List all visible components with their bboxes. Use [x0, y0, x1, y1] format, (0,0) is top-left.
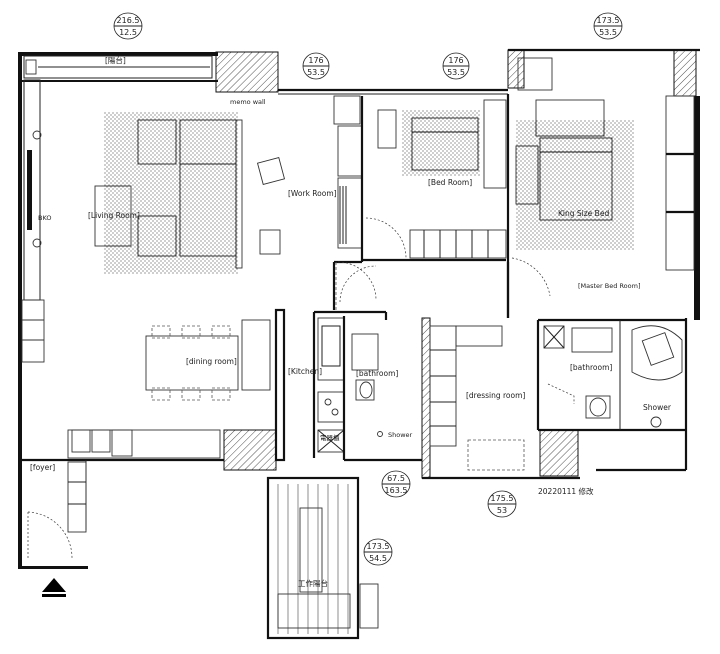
- kitchen: 電器櫃 [Kitchen]: [223, 308, 386, 471]
- dim-bottom: 163.5: [385, 486, 408, 495]
- bathroom-small: [bathroom] Shower: [342, 312, 422, 462]
- bathroom-master-label: [bathroom]: [570, 363, 612, 372]
- foyer: [foyer]: [27, 429, 221, 559]
- dressing-room: [dressing room]: [421, 317, 580, 480]
- dimension-marker: 216.5 12.5: [113, 12, 143, 40]
- living-room: BKO [Living Room]: [21, 79, 243, 363]
- entrance-triangle-icon: [42, 578, 66, 597]
- dim-bottom: 53.5: [447, 68, 465, 77]
- dressing-room-label: [dressing room]: [466, 391, 525, 400]
- foyer-label: [foyer]: [30, 463, 55, 472]
- dim-bottom: 53: [497, 506, 507, 515]
- dimension-marker: 67.5 163.5: [381, 470, 411, 498]
- dining-room: [dining room]: [145, 319, 271, 401]
- dim-top: 67.5: [387, 474, 405, 483]
- master-bed-room-label: [Master Bed Room]: [578, 282, 641, 290]
- dining-room-label: [dining room]: [186, 357, 237, 366]
- balcony-top-label: [陽台]: [105, 55, 126, 65]
- dimension-marker: 173.5 54.5: [363, 538, 393, 566]
- dimension-marker: 173.5 53.5: [593, 12, 623, 40]
- bathroom-master: [bathroom] Shower: [536, 318, 686, 432]
- dim-top: 216.5: [117, 16, 140, 25]
- dim-top: 176: [448, 56, 463, 65]
- shower-master-label: Shower: [643, 403, 672, 412]
- work-room-label: [Work Room]: [288, 189, 337, 198]
- appliance-cabinet-label: 電器櫃: [320, 433, 340, 442]
- corridor-walls: [22, 262, 510, 530]
- dim-bottom: 53.5: [599, 28, 617, 37]
- bathroom-small-label: [bathroom]: [356, 369, 398, 378]
- dim-top: 175.5: [491, 494, 514, 503]
- top-balcony: [陽台] memo wall: [23, 55, 266, 106]
- bed-room-label: [Bed Room]: [428, 178, 472, 187]
- living-room-label: [Living Room]: [88, 211, 140, 220]
- work-balcony: 工作陽台: [266, 476, 379, 640]
- dim-top: 173.5: [367, 542, 390, 551]
- dimension-marker: 176 53.5: [302, 52, 330, 80]
- dim-bottom: 12.5: [119, 28, 137, 37]
- revision-note: 20220111 修改: [538, 486, 594, 496]
- dim-top: 176: [308, 56, 323, 65]
- tv-label: BKO: [38, 214, 51, 222]
- bed-room: [Bed Room]: [362, 99, 507, 262]
- dim-bottom: 54.5: [369, 554, 387, 563]
- dimension-marker: 176 53.5: [442, 52, 470, 80]
- deck-slats: [277, 484, 349, 634]
- work-room: [Work Room]: [256, 95, 377, 310]
- king-bed-label: King Size Bed: [558, 209, 609, 218]
- outer-walls: [18, 48, 700, 569]
- kitchen-label: [Kitchen]: [288, 367, 322, 376]
- dimension-marker: 175.5 53: [487, 490, 517, 518]
- master-bedroom: King Size Bed [Master Bed Room]: [511, 57, 695, 297]
- shower-small-label: Shower: [388, 431, 413, 439]
- dim-top: 173.5: [597, 16, 620, 25]
- work-balcony-label: 工作陽台: [298, 578, 328, 588]
- memo-wall-label: memo wall: [230, 98, 266, 106]
- dim-bottom: 53.5: [307, 68, 325, 77]
